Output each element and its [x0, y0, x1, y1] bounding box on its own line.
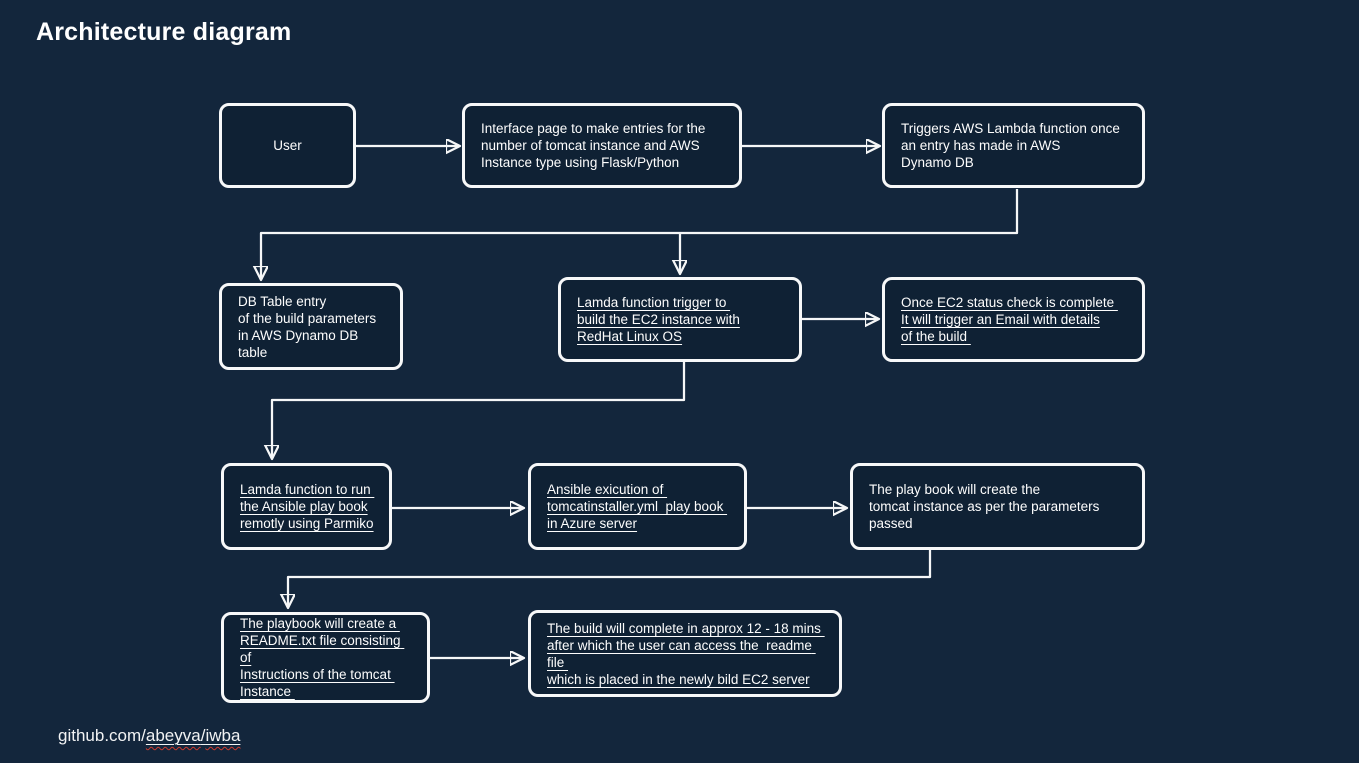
footer-link-iwba[interactable]: iwba [205, 726, 241, 745]
node-playbook-readme-label: The playbook will create a README.txt fi… [240, 616, 401, 699]
node-once-ec2-status: Once EC2 status check is complete It wil… [882, 277, 1145, 362]
node-triggers-lambda: Triggers AWS Lambda function once an ent… [882, 103, 1145, 188]
footer-url-separator: / [200, 726, 206, 745]
footer-url-prefix: github.com/ [58, 726, 146, 745]
node-playbook-create-instance: The play book will create the tomcat ins… [850, 463, 1145, 550]
node-lamda-function-run-label: Lamda function to run the Ansible play b… [240, 482, 374, 531]
node-lamda-function-trigger-label: Lamda function trigger to build the EC2 … [577, 295, 740, 344]
node-user: User [219, 103, 356, 188]
node-ansible-execution: Ansible exicution of tomcatinstaller.yml… [528, 463, 747, 550]
node-interface-page: Interface page to make entries for the n… [462, 103, 742, 188]
node-playbook-create-instance-label: The play book will create the tomcat ins… [869, 482, 1100, 531]
node-db-table-entry: DB Table entry of the build parameters i… [219, 283, 403, 370]
footer-link-abeyva[interactable]: abeyva [145, 726, 201, 745]
node-ansible-execution-label: Ansible exicution of tomcatinstaller.yml… [547, 482, 724, 531]
node-user-label: User [273, 138, 302, 153]
node-db-table-entry-label: DB Table entry of the build parameters i… [238, 293, 377, 360]
arrow-triggers-to-dbtable [261, 189, 1019, 279]
node-triggers-lambda-label: Triggers AWS Lambda function once an ent… [901, 121, 1120, 170]
node-build-complete: The build will complete in approx 12 - 1… [528, 610, 842, 697]
node-build-complete-label: The build will complete in approx 12 - 1… [547, 620, 821, 687]
footer-url: github.com/abeyva/iwba [58, 726, 240, 746]
node-lamda-function-trigger: Lamda function trigger to build the EC2 … [558, 277, 802, 362]
node-playbook-readme: The playbook will create a README.txt fi… [221, 612, 430, 703]
page-title: Architecture diagram [36, 18, 292, 46]
node-once-ec2-status-label: Once EC2 status check is complete It wil… [901, 295, 1115, 344]
node-interface-page-label: Interface page to make entries for the n… [481, 121, 706, 170]
arrow-playbook-create-to-readme [288, 550, 932, 607]
node-lamda-function-run: Lamda function to run the Ansible play b… [221, 463, 392, 550]
arrow-lamda-trigger-to-lamda-run [272, 362, 686, 458]
